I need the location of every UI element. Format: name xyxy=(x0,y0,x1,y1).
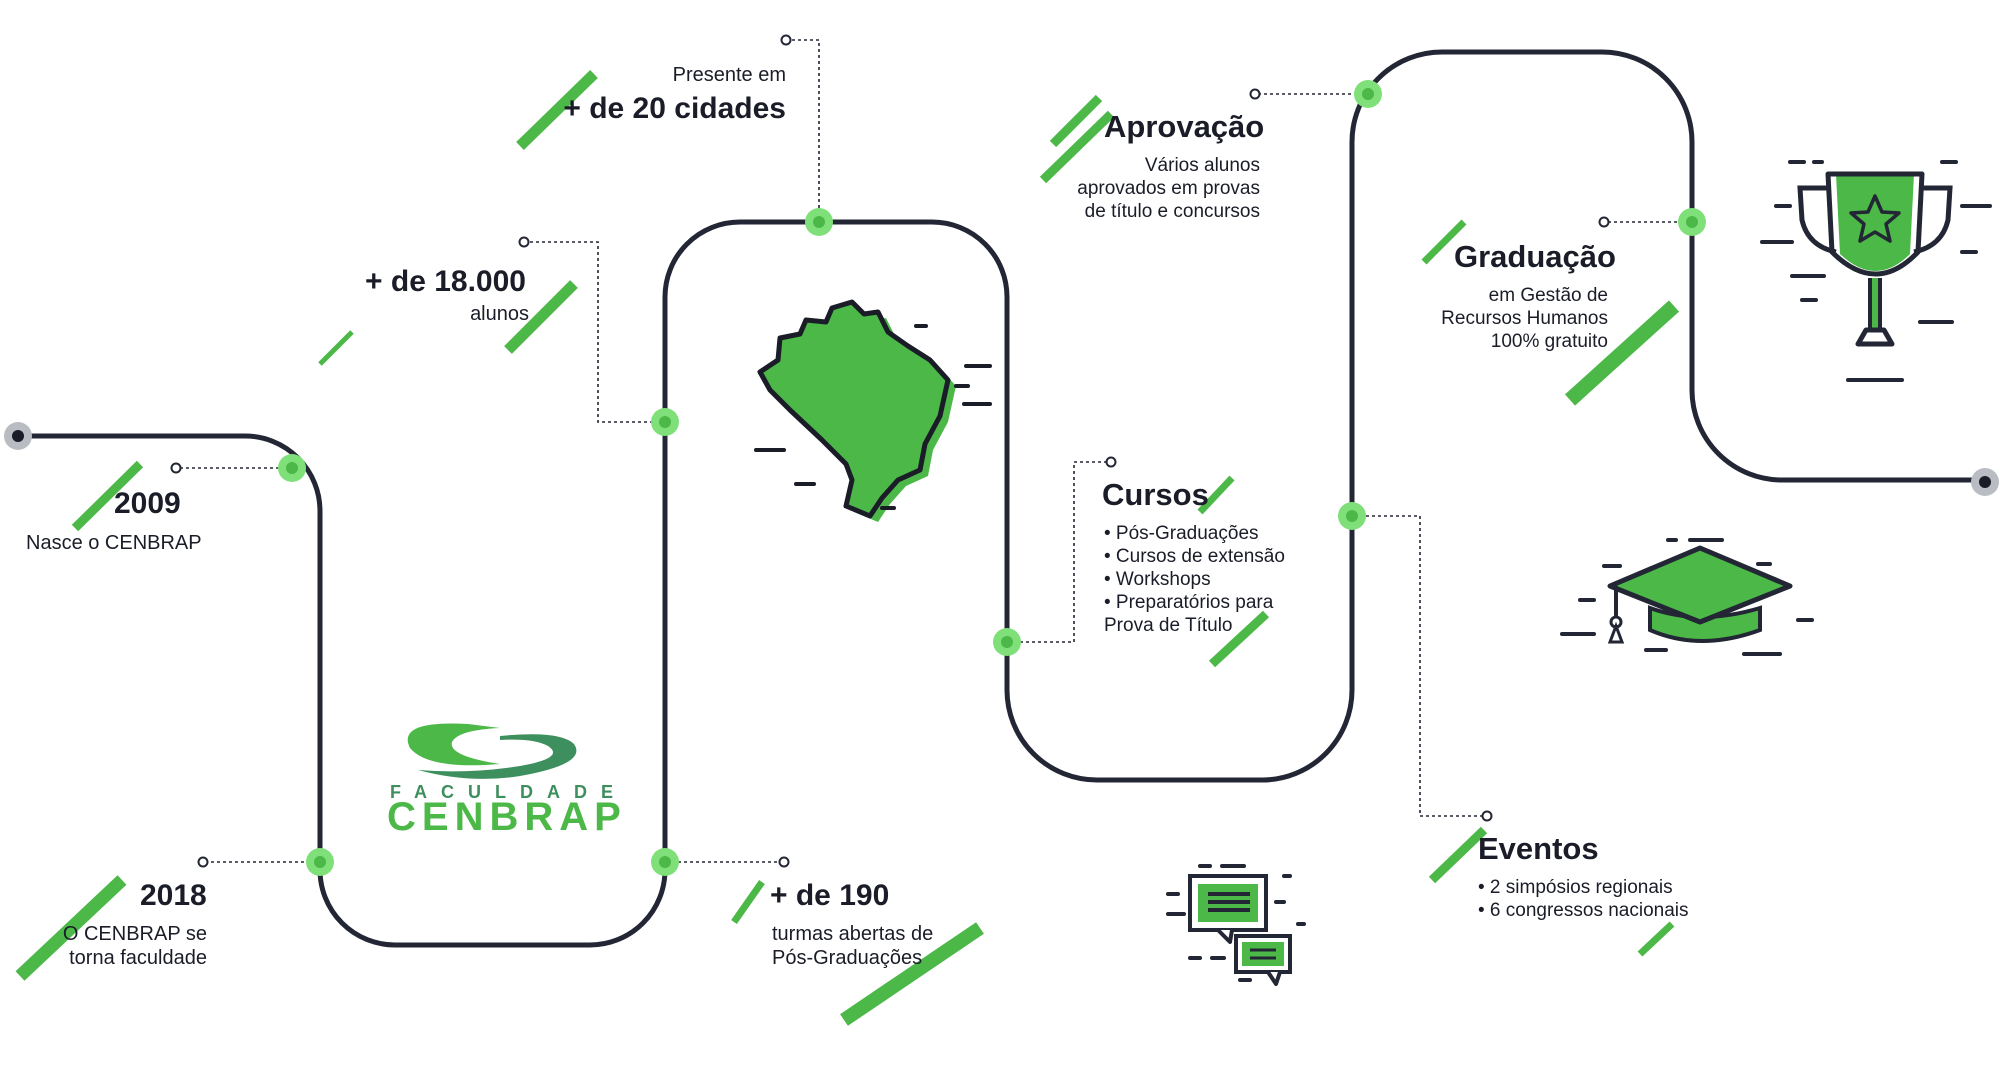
milestone-190-title: + de 190 xyxy=(770,879,890,912)
trophy-icon xyxy=(1760,160,1992,382)
cursos-item-1: • Pós-Graduações xyxy=(1104,523,1259,544)
milestone-aprovacao-title: Aprovação xyxy=(1104,109,1265,144)
logo-cenbrap-text: CENBRAP xyxy=(387,795,627,839)
milestone-2009-text: Nasce o CENBRAP xyxy=(26,532,202,554)
cursos-item-3: • Workshops xyxy=(1104,569,1211,590)
node-190 xyxy=(651,848,679,876)
dotted-connectors xyxy=(180,39,1682,863)
milestone-2009-title: 2009 xyxy=(114,487,181,520)
node-18000 xyxy=(651,408,679,436)
milestone-graduacao-line-2: Recursos Humanos xyxy=(1441,308,1608,329)
eventos-item-1: • 2 simpósios regionais xyxy=(1478,877,1673,898)
milestone-2018-title: 2018 xyxy=(140,879,207,912)
milestone-graduacao-line-1: em Gestão de xyxy=(1488,285,1608,306)
path-endpoint-end xyxy=(1971,468,1999,496)
timeline-nodes xyxy=(278,80,1706,876)
milestone-graduacao-text: em Gestão de Recursos Humanos 100% gratu… xyxy=(1441,284,1608,353)
connector-end-circles xyxy=(170,34,1610,868)
milestone-190-line-2: Pós-Graduações xyxy=(772,947,923,969)
milestone-cursos-list: • Pós-Graduações • Cursos de extensão • … xyxy=(1104,522,1285,637)
milestone-aprovacao-text: Vários alunos aprovados em provas de tít… xyxy=(1077,154,1260,223)
milestone-aprovacao-line-3: de título e concursos xyxy=(1084,201,1260,222)
milestone-18000-title: + de 18.000 xyxy=(365,265,526,298)
milestone-cursos-title: Cursos xyxy=(1102,477,1209,512)
milestone-graduacao-title: Graduação xyxy=(1454,239,1616,274)
node-cursos xyxy=(993,628,1021,656)
milestone-cidades-title: + de 20 cidades xyxy=(563,92,786,125)
milestone-190-line-1: turmas abertas de xyxy=(772,923,934,945)
milestone-aprovacao-line-1: Vários alunos xyxy=(1144,155,1260,176)
milestone-190-text: turmas abertas de Pós-Graduações xyxy=(772,922,933,970)
milestone-18000-text: alunos xyxy=(470,303,529,325)
milestone-2018-line-2: torna faculdade xyxy=(69,947,207,969)
graduation-cap-icon xyxy=(1560,538,1814,656)
milestone-eventos-title: Eventos xyxy=(1478,831,1599,866)
node-aprovacao xyxy=(1354,80,1382,108)
node-2009 xyxy=(278,454,306,482)
milestone-2018-line-1: O CENBRAP se xyxy=(62,923,207,945)
cenbrap-logo-swoosh xyxy=(407,723,577,779)
timeline-path xyxy=(18,49,1985,948)
node-graduacao xyxy=(1678,208,1706,236)
path-endpoint-start xyxy=(4,422,32,450)
cursos-item-2: • Cursos de extensão xyxy=(1104,546,1285,567)
decorative-slashes xyxy=(15,70,1680,1026)
cursos-item-4: • Preparatórios para xyxy=(1104,592,1274,613)
node-eventos xyxy=(1338,502,1366,530)
node-2018 xyxy=(306,848,334,876)
cursos-item-5: Prova de Título xyxy=(1104,615,1233,636)
brazil-map-icon xyxy=(754,299,992,522)
eventos-item-2: • 6 congressos nacionais xyxy=(1478,900,1689,921)
logo-faculdade-text: FACULDADE xyxy=(390,782,627,802)
milestone-2018-text: O CENBRAP se torna faculdade xyxy=(63,922,207,970)
node-cidades xyxy=(805,208,833,236)
milestone-eventos-list: • 2 simpósios regionais • 6 congressos n… xyxy=(1478,876,1689,922)
milestone-cidades-intro: Presente em xyxy=(672,64,786,86)
milestone-graduacao-line-3: 100% gratuito xyxy=(1490,331,1608,352)
chat-bubbles-icon xyxy=(1166,864,1306,986)
milestone-aprovacao-line-2: aprovados em provas xyxy=(1077,178,1260,199)
